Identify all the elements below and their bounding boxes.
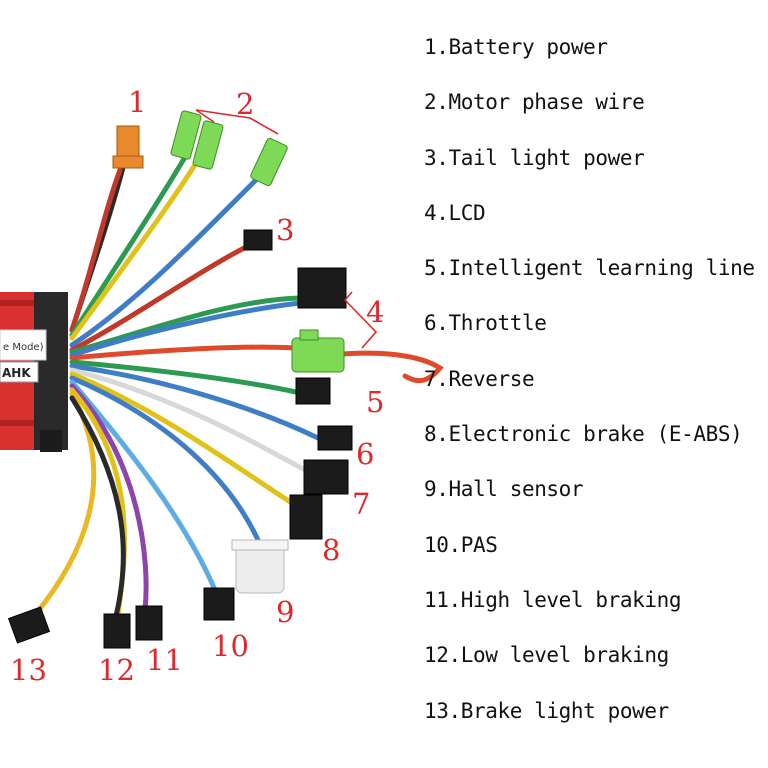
callout-13: 13 (10, 653, 47, 687)
callout-3: 3 (276, 213, 294, 247)
callout-9: 9 (276, 595, 294, 629)
callout-7: 7 (352, 487, 370, 521)
connector-hall-sensor (231, 539, 289, 594)
legend-item-reverse: 7.Reverse (424, 366, 535, 391)
legend-item-high-level-braking: 11.High level braking (424, 587, 682, 612)
legend-item-lcd: 4.LCD (424, 200, 486, 225)
connector-brake-light (7, 606, 51, 644)
controller-label-badge: AHK (2, 366, 31, 380)
connector-high-brake (135, 605, 163, 641)
legend-item-brake-light-power: 13.Brake light power (424, 698, 669, 723)
legend-item-pas: 10.PAS (424, 532, 498, 557)
connector-motor-phase (170, 110, 288, 187)
connector-e-abs (289, 494, 323, 540)
controller-housing: e Mode) AHK (0, 292, 68, 452)
legend-item-hall-sensor: 9.Hall sensor (424, 477, 584, 502)
callout-4: 4 (366, 295, 384, 329)
callout-11: 11 (146, 643, 183, 677)
connector-tail-light (243, 229, 273, 251)
callout-10: 10 (212, 629, 249, 663)
connector-low-brake (103, 613, 131, 649)
legend-item-tail-light-power: 3.Tail light power (424, 145, 645, 170)
controller-label-top: e Mode) (3, 342, 44, 353)
wire-harness (32, 149, 444, 623)
callout-6: 6 (356, 437, 374, 471)
legend-item-learning-line: 5.Intelligent learning line (424, 256, 755, 281)
connector-learning-line (295, 377, 331, 405)
callout-8: 8 (322, 533, 340, 567)
callout-1: 1 (128, 85, 146, 119)
legend-item-low-level-braking: 12.Low level braking (424, 643, 669, 668)
callout-5: 5 (366, 385, 384, 419)
connector-pas (203, 587, 235, 621)
connector-throttle (317, 425, 353, 451)
callout-2: 2 (236, 87, 254, 121)
connector-reverse (303, 459, 349, 495)
wire-legend: 1.Battery power 2.Motor phase wire 3.Tai… (424, 30, 755, 749)
connector-lcd (291, 267, 347, 373)
connector-battery (112, 125, 144, 169)
legend-item-electronic-brake: 8.Electronic brake (E-ABS) (424, 422, 743, 447)
callout-12: 12 (98, 653, 135, 687)
legend-item-throttle: 6.Throttle (424, 311, 547, 336)
legend-item-battery-power: 1.Battery power (424, 35, 608, 59)
callout-leaders (195, 109, 378, 349)
legend-item-motor-phase-wire: 2.Motor phase wire (424, 90, 645, 115)
